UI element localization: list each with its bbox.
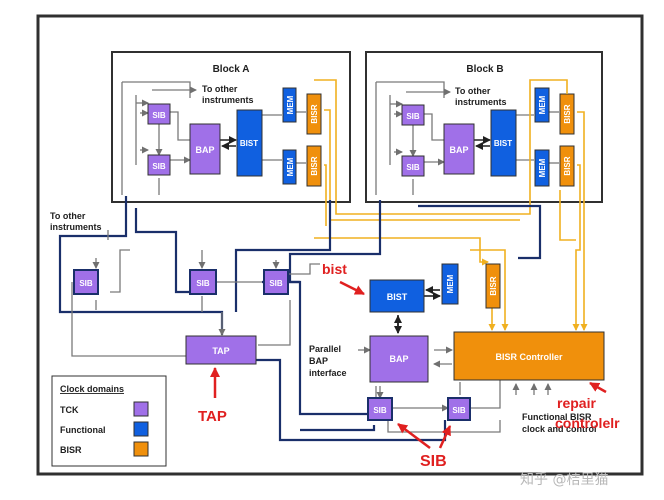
top-bisr-label: BISR (489, 276, 498, 295)
bisr-chain-wires (314, 79, 588, 331)
annotation-tap: TAP (198, 408, 227, 425)
legend-label-functional: Functional (60, 425, 106, 435)
top-mem-label: MEM (446, 274, 455, 293)
annotations: bist TAP SIB repair controlelr (198, 261, 620, 470)
annotation-bist: bist (322, 261, 347, 277)
block-a-mem-bottom-label: MEM (286, 157, 295, 176)
block-a-bisr-top-label: BISR (310, 104, 319, 123)
legend-swatch-functional (133, 421, 149, 437)
annotation-bist-arrow (339, 280, 365, 296)
sib-bottom-left-label: SIB (373, 406, 387, 415)
block-b-bap-label: BAP (449, 145, 468, 155)
block-b-bist-label: BIST (494, 139, 512, 148)
top-mem (441, 263, 459, 305)
tap-block (185, 335, 257, 365)
legend-label-bisr: BISR (60, 445, 82, 455)
top-bap-label: BAP (389, 354, 408, 364)
block-b-frame (365, 51, 603, 203)
block-b-bisr-top-label: BISR (563, 104, 572, 123)
legend-title: Clock domains (60, 384, 124, 394)
block-a-bisr-bottom (306, 145, 322, 187)
block-b-mem-bottom (534, 149, 550, 187)
block-a-sib-bottom (147, 154, 171, 176)
legend-label-tck: TCK (60, 405, 79, 415)
parallel-bap-line1: Parallel (309, 344, 341, 354)
annotation-sib: SIB (420, 453, 447, 470)
bisr-controller (453, 331, 605, 381)
block-b-mem-bottom-label: MEM (538, 158, 547, 177)
annotation-repair-line1: repair (557, 395, 596, 411)
parallel-bap-line2: BAP (309, 356, 328, 366)
block-a-sib-top (147, 103, 171, 125)
left-to-other-line2: instruments (50, 222, 102, 232)
sib-bottom-left (367, 397, 393, 421)
block-b-sib-bottom-label: SIB (406, 163, 420, 172)
block-b-bist (490, 109, 517, 177)
top-bap (369, 335, 429, 383)
block-a-sib-bottom-label: SIB (152, 162, 166, 171)
block-a-mem-bottom (282, 149, 297, 185)
sib-left (73, 269, 99, 295)
tap-block-label: TAP (212, 346, 229, 356)
top-bist-label: BIST (387, 292, 408, 302)
sib-bottom-right-label: SIB (452, 406, 466, 415)
annotation-repair-line2: controlelr (555, 415, 620, 431)
block-a-bisr-top (306, 93, 322, 135)
block-b-mem-top-label: MEM (538, 95, 547, 114)
block-b-mem-top (534, 87, 550, 123)
block-a-frame (111, 51, 351, 203)
top-bist (369, 279, 425, 313)
block-a-to-other-line1: To other (202, 84, 238, 94)
block-a-bist-label: BIST (240, 139, 258, 148)
block-a-bap-label: BAP (195, 145, 214, 155)
block-b-to-other-line2: instruments (455, 97, 507, 107)
data-arrows (394, 286, 441, 334)
block-b-to-other-line1: To other (455, 86, 491, 96)
legend-swatch-tck (133, 401, 149, 417)
block-a-mem-top-label: MEM (286, 95, 295, 114)
block-b-bap (443, 123, 475, 175)
block-b-sib-top (401, 104, 425, 126)
functional-clock-line1: Functional BISR (522, 412, 592, 422)
block-b-title: Block B (466, 64, 503, 75)
sib-bottom-right (447, 397, 471, 421)
sib-middle (189, 269, 217, 295)
sib-right-label: SIB (269, 279, 283, 288)
watermark: 知乎 @桔里猫 (520, 471, 608, 488)
block-b-bisr-bottom (559, 145, 575, 187)
top-bisr (485, 263, 501, 309)
annotation-sib-arrow-right (438, 425, 452, 449)
annotation-repair-arrow (589, 381, 607, 394)
block-a-bap (189, 123, 221, 175)
annotation-sib-arrow-left (397, 423, 431, 449)
block-a-bisr-bottom-label: BISR (310, 156, 319, 175)
block-b-sib-bottom (401, 155, 425, 177)
parallel-bap-line3: interface (309, 368, 347, 378)
sib-middle-label: SIB (196, 279, 210, 288)
block-a-to-other-line2: instruments (202, 95, 254, 105)
block-b-sib-top-label: SIB (406, 112, 420, 121)
legend: Clock domains TCK Functional BISR (51, 375, 167, 467)
block-a: Block A To other instruments SIB (111, 51, 351, 203)
block-b-bisr-bottom-label: BISR (563, 156, 572, 175)
left-to-other-line1: To other (50, 211, 86, 221)
block-a-bist (236, 109, 263, 177)
interconnect-wires (71, 230, 552, 433)
block-a-sib-top-label: SIB (152, 111, 166, 120)
block-a-title: Block A (213, 64, 250, 75)
block-b: Block B To other instruments SIB (365, 51, 603, 203)
block-a-mem-top (282, 87, 297, 123)
sib-left-label: SIB (79, 279, 93, 288)
legend-swatch-bisr (133, 441, 149, 457)
sib-right (263, 269, 289, 295)
functional-clock-line2: clock and control (522, 424, 597, 434)
bisr-controller-label: BISR Controller (495, 352, 563, 362)
